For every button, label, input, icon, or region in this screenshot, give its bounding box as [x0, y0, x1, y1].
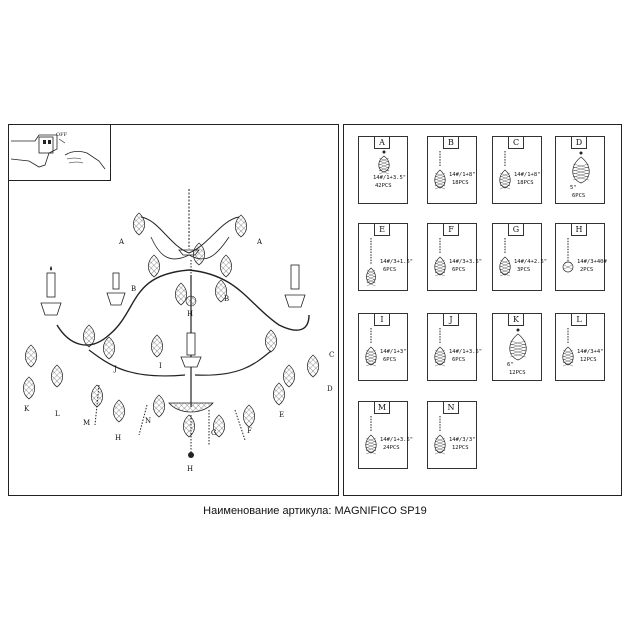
- part-qty-K: 12PCS: [509, 370, 526, 376]
- part-illustration-C: [499, 151, 511, 190]
- part-letter-M: M: [374, 401, 390, 414]
- part-qty-M: 24PCS: [383, 445, 400, 451]
- part-spec-A: 14#/1+3.5": [373, 175, 407, 181]
- part-letter-C: C: [508, 136, 524, 149]
- part-qty-B: 18PCS: [452, 180, 469, 186]
- part-qty-G: 3PCS: [517, 267, 531, 273]
- part-qty-D: 6PCS: [572, 193, 586, 199]
- label-G: G: [211, 429, 217, 437]
- part-card-B: B 14#/1+8" 18PCS: [427, 136, 477, 204]
- part-spec-F: 14#/3+3.5": [449, 259, 483, 265]
- part-illustration-A: [378, 150, 390, 175]
- part-qty-N: 12PCS: [452, 445, 469, 451]
- part-letter-I: I: [374, 313, 390, 326]
- label-A-right: A: [257, 238, 263, 246]
- part-spec-I: 14#/1+3": [380, 349, 407, 355]
- label-H-bottom: H: [187, 465, 194, 473]
- part-card-G: G 14#/4+2.5" 3PCS: [492, 223, 547, 291]
- part-letter-D: D: [571, 136, 587, 149]
- label-B-right: B: [224, 295, 230, 303]
- label-K: K: [24, 405, 30, 413]
- part-card-N: N 14#/3/3" 12PCS: [427, 401, 477, 469]
- label-N: N: [145, 417, 152, 425]
- part-letter-F: F: [443, 223, 459, 236]
- part-qty-A: 42PCS: [375, 183, 392, 189]
- part-letter-B: B: [443, 136, 459, 149]
- part-qty-F: 6PCS: [452, 267, 466, 273]
- part-spec-B: 14#/1+8": [449, 172, 476, 178]
- part-letter-L: L: [571, 313, 587, 326]
- part-spec-M: 14#/1+3.5": [380, 437, 414, 443]
- chandelier-drawing: [23, 189, 319, 458]
- part-card-A: A 14#/1+3.5" 42PCS: [358, 136, 408, 204]
- label-D: D: [327, 385, 333, 393]
- label-E: E: [279, 411, 285, 419]
- switch-off-label: OFF: [56, 132, 68, 138]
- label-F: F: [247, 427, 252, 435]
- article-caption: Наименование артикула: MAGNIFICO SP19: [203, 505, 427, 517]
- label-C: C: [329, 351, 335, 359]
- hand-switch-illustration: [10, 134, 106, 170]
- part-illustration-D: [572, 151, 590, 184]
- part-illustration-L: [562, 328, 574, 367]
- part-qty-J: 6PCS: [452, 357, 466, 363]
- part-spec-K: 6": [507, 362, 514, 368]
- part-illustration-J: [434, 328, 446, 367]
- part-qty-L: 12PCS: [580, 357, 597, 363]
- part-card-E: E 14#/3+1.5" 6PCS: [358, 223, 413, 291]
- part-qty-C: 18PCS: [517, 180, 534, 186]
- part-illustration-N: [434, 416, 446, 455]
- part-qty-H: 2PCS: [580, 267, 594, 273]
- part-card-H: H 14#/3+40# 2PCS: [555, 223, 607, 291]
- part-card-J: J 14#/1+3.5" 6PCS: [427, 313, 482, 381]
- part-illustration-H: [562, 238, 574, 273]
- part-illustration-G: [499, 238, 511, 277]
- label-A-left: A: [119, 238, 125, 246]
- part-letter-E: E: [374, 223, 390, 236]
- part-spec-J: 14#/1+3.5": [449, 349, 483, 355]
- part-card-I: I 14#/1+3" 6PCS: [358, 313, 408, 381]
- part-illustration-M: [365, 416, 377, 455]
- part-letter-G: G: [508, 223, 524, 236]
- part-card-M: M 14#/1+3.5" 24PCS: [358, 401, 413, 469]
- part-spec-L: 14#/3+4": [577, 349, 604, 355]
- part-letter-H: H: [571, 223, 587, 236]
- installation-inset: OFF: [9, 125, 111, 181]
- part-letter-K: K: [508, 313, 524, 326]
- part-card-K: K 6" 12PCS: [492, 313, 542, 381]
- part-spec-E: 14#/3+1.5": [380, 259, 414, 265]
- part-letter-J: J: [443, 313, 459, 326]
- label-M: M: [83, 419, 91, 427]
- part-card-F: F 14#/3+3.5" 6PCS: [427, 223, 482, 291]
- part-illustration-F: [434, 238, 446, 277]
- label-H-left: H: [115, 434, 122, 442]
- part-spec-H: 14#/3+40#: [577, 259, 607, 265]
- part-qty-E: 6PCS: [383, 267, 397, 273]
- label-L: L: [55, 410, 60, 418]
- chandelier-diagram-panel: OFF: [8, 124, 339, 496]
- part-spec-N: 14#/3/3": [449, 437, 476, 443]
- part-qty-I: 6PCS: [383, 357, 397, 363]
- label-H-top: H: [187, 310, 194, 318]
- part-card-C: C 14#/1+8" 18PCS: [492, 136, 542, 204]
- part-illustration-K: [509, 328, 527, 361]
- label-B-left: B: [131, 285, 137, 293]
- part-letter-N: N: [443, 401, 459, 414]
- part-letter-A: A: [374, 136, 390, 149]
- part-spec-D: 5": [570, 185, 577, 191]
- label-I: I: [159, 362, 162, 370]
- part-card-D: D 5" 6PCS: [555, 136, 605, 204]
- parts-legend-panel: A 14#/1+3.5" 42PCS B 14#/1+8" 18PCS C 14#/1+8" 1…: [343, 124, 622, 496]
- part-spec-G: 14#/4+2.5": [514, 259, 548, 265]
- part-illustration-B: [434, 151, 446, 190]
- part-illustration-I: [365, 328, 377, 367]
- part-card-L: L 14#/3+4" 12PCS: [555, 313, 605, 381]
- label-J: J: [114, 365, 117, 373]
- part-spec-C: 14#/1+8": [514, 172, 541, 178]
- part-illustration-E: [366, 238, 376, 287]
